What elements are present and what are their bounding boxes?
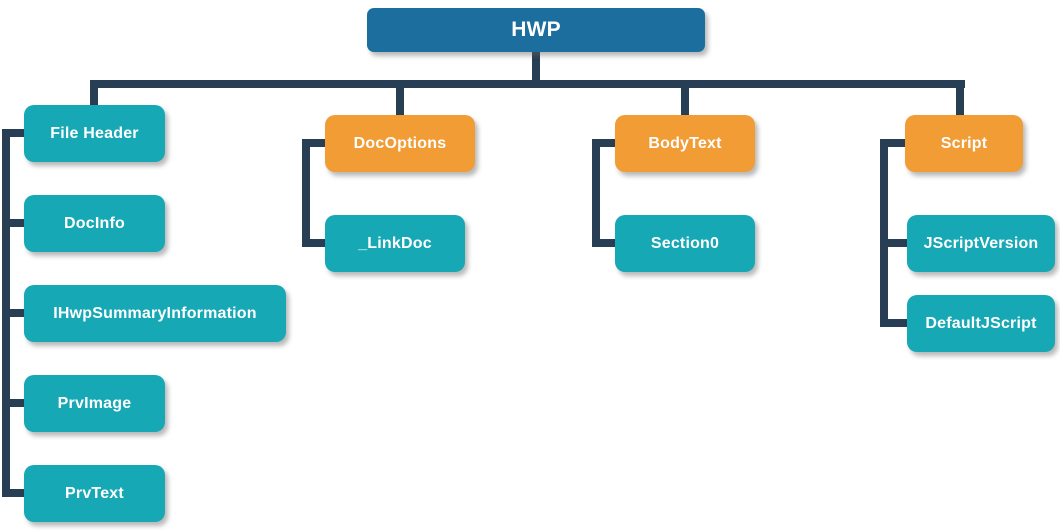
connector-script-spine: [880, 139, 888, 327]
connector-drop-file-header: [90, 80, 98, 107]
connector-drop-docoptions: [396, 80, 404, 117]
node-hwp: HWP: [367, 8, 705, 52]
node-prvtext: PrvText: [24, 465, 165, 522]
node-bodytext: BodyText: [615, 115, 755, 172]
node-ihwpsummaryinformation: IHwpSummaryInformation: [24, 285, 286, 342]
connector-bodytext-spine: [592, 139, 600, 247]
node-docinfo: DocInfo: [24, 195, 165, 252]
connector-stub-docoptions: [302, 139, 325, 147]
connector-stub-prvtext: [2, 489, 24, 497]
connector-docoptions-spine: [302, 139, 310, 247]
connector-stub-file-header: [2, 129, 24, 137]
connector-stub-prvimage: [2, 399, 24, 407]
node-jscriptversion: JScriptVersion: [907, 215, 1055, 272]
connector-main-horizontal: [90, 80, 965, 88]
node-linkdoc: _LinkDoc: [325, 215, 465, 272]
node-defaultjscript: DefaultJScript: [907, 295, 1055, 352]
connector-stub-script: [880, 139, 905, 147]
node-script: Script: [905, 115, 1023, 172]
connector-drop-script: [956, 80, 964, 117]
connector-stub-ihwpsummary: [2, 309, 24, 317]
connector-stub-section0: [592, 239, 615, 247]
connector-stub-jscriptversion: [880, 239, 907, 247]
connector-stub-bodytext: [592, 139, 615, 147]
node-file-header: File Header: [24, 105, 165, 162]
node-prvimage: PrvImage: [24, 375, 165, 432]
connector-stub-docinfo: [2, 219, 24, 227]
node-docoptions: DocOptions: [325, 115, 475, 172]
connector-stub-linkdoc: [302, 239, 325, 247]
connector-stub-defaultjscript: [880, 319, 907, 327]
node-section0: Section0: [615, 215, 755, 272]
connector-root-stem: [532, 50, 540, 84]
connector-drop-bodytext: [681, 80, 689, 117]
